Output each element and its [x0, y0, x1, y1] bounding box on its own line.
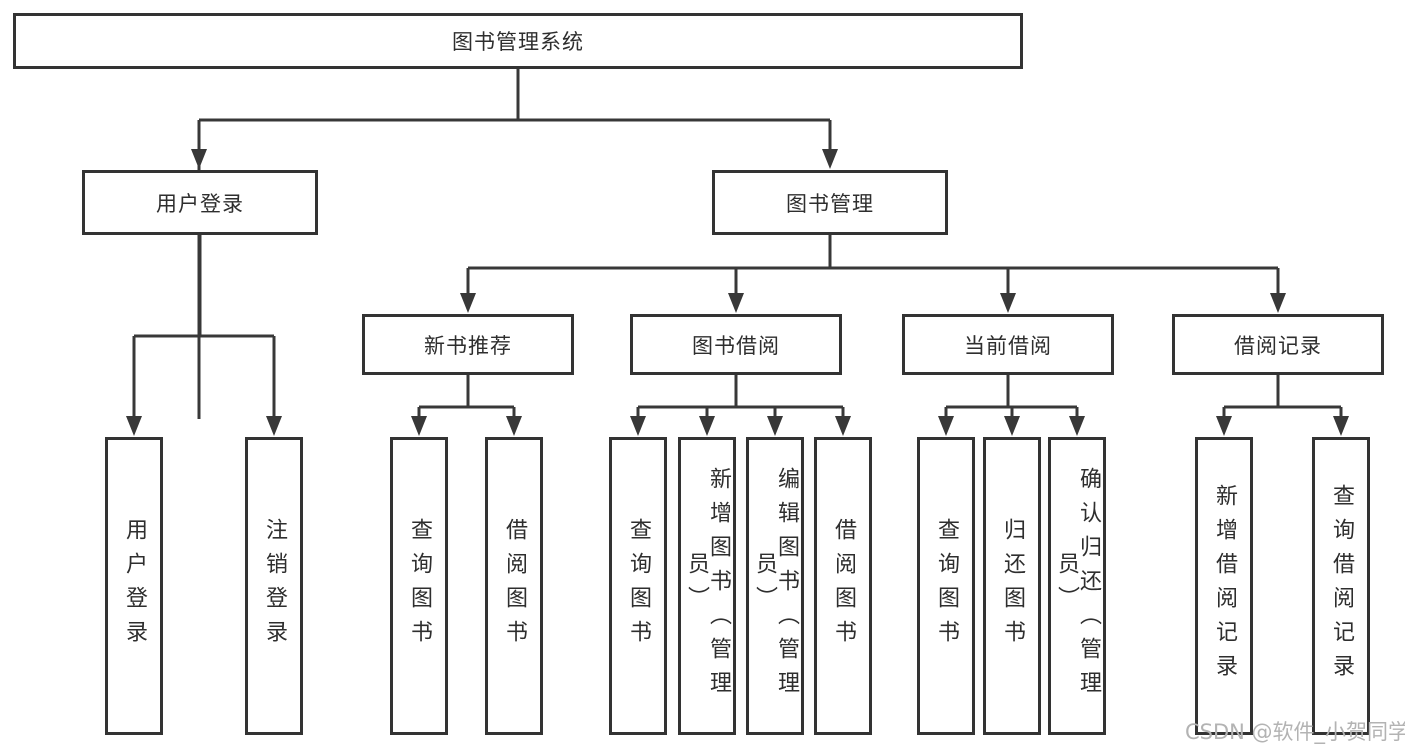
node-library-management-system: 图书管理系统: [13, 13, 1023, 69]
node-book-borrowing: 图书借阅: [630, 314, 842, 375]
node-bb-query-books: 查询图书: [609, 437, 667, 735]
node-bb-edit-books-admin: 编辑图书（管理员）: [746, 437, 804, 735]
edge-bookborrow-children: [636, 375, 845, 420]
edge-currentborrow-children: [944, 375, 1079, 420]
node-user-login-leaf: 用户登录: [105, 437, 163, 735]
edge-userlogin-children: [132, 235, 276, 419]
node-bb-add-books-admin: 新增图书（管理员）: [678, 437, 736, 735]
node-cb-query-books: 查询图书: [917, 437, 975, 735]
node-bb-borrow-books: 借阅图书: [814, 437, 872, 735]
edge-bookmgmt-children: [466, 235, 1280, 296]
edge-borrowrecords-children: [1222, 375, 1343, 420]
node-br-query-record: 查询借阅记录: [1312, 437, 1370, 735]
node-book-management-module: 图书管理: [712, 170, 948, 235]
csdn-watermark: CSDN @软件_小贺同学: [1185, 720, 1405, 744]
edge-newbookrec-children: [417, 375, 516, 420]
node-borrowing-records: 借阅记录: [1172, 314, 1384, 375]
node-rec-query-books: 查询图书: [390, 437, 448, 735]
node-current-borrowing: 当前借阅: [902, 314, 1114, 375]
node-br-add-record: 新增借阅记录: [1195, 437, 1253, 735]
node-logout-leaf: 注销登录: [245, 437, 303, 735]
node-rec-borrow-books: 借阅图书: [485, 437, 543, 735]
node-cb-confirm-return-admin: 确认归还（管理员）: [1048, 437, 1106, 735]
node-user-login-module: 用户登录: [82, 170, 318, 235]
node-new-book-recommendation: 新书推荐: [362, 314, 574, 375]
node-cb-return-books: 归还图书: [983, 437, 1041, 735]
